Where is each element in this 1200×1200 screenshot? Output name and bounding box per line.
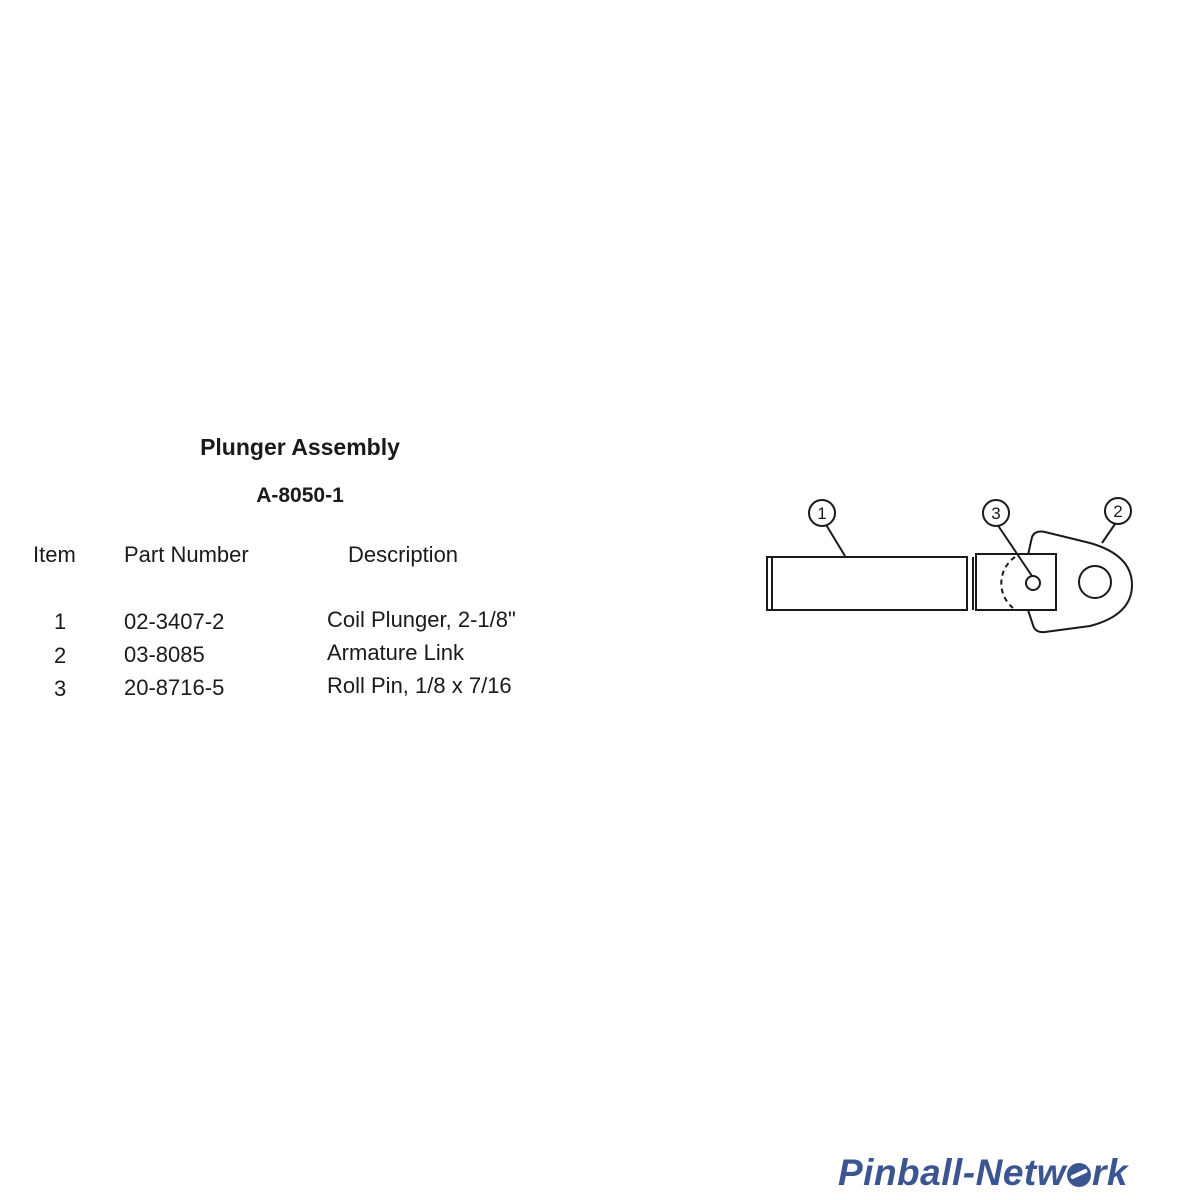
watermark-logo: Pinball-Netw rk [838, 1152, 1128, 1194]
plunger-assembly-diagram: 1 3 2 [766, 497, 1134, 634]
page-title: Plunger Assembly [200, 434, 400, 460]
row-item: 2 [54, 643, 67, 668]
header-item: Item [33, 542, 76, 567]
row-part-number: 20-8716-5 [124, 675, 225, 700]
row-description: Coil Plunger, 2-1/8" [327, 607, 516, 632]
assembly-number: A-8050-1 [256, 484, 344, 507]
armature-link-hole [1078, 565, 1112, 599]
watermark-text-prefix: Pinball-Netw [838, 1152, 1067, 1193]
row-description: Roll Pin, 1/8 x 7/16 [327, 673, 512, 698]
row-item: 1 [54, 609, 67, 634]
watermark-text-suffix: rk [1092, 1152, 1129, 1193]
row-part-number: 03-8085 [124, 642, 205, 667]
roll-pin [1025, 575, 1041, 591]
callout-3-label: 3 [991, 504, 1000, 523]
header-description: Description [348, 542, 459, 567]
header-part-number: Part Number [124, 542, 249, 567]
pinball-icon [1067, 1163, 1092, 1187]
callout-3 [982, 499, 1010, 527]
row-description: Armature Link [327, 640, 464, 665]
row-item: 3 [54, 676, 67, 701]
plunger-body [766, 556, 968, 611]
callout-1 [808, 499, 836, 527]
row-part-number: 02-3407-2 [124, 609, 225, 634]
callout-2 [1104, 497, 1132, 525]
plunger-end [975, 553, 1057, 611]
callout-2-label: 2 [1113, 502, 1122, 521]
callout-1-label: 1 [817, 504, 826, 523]
